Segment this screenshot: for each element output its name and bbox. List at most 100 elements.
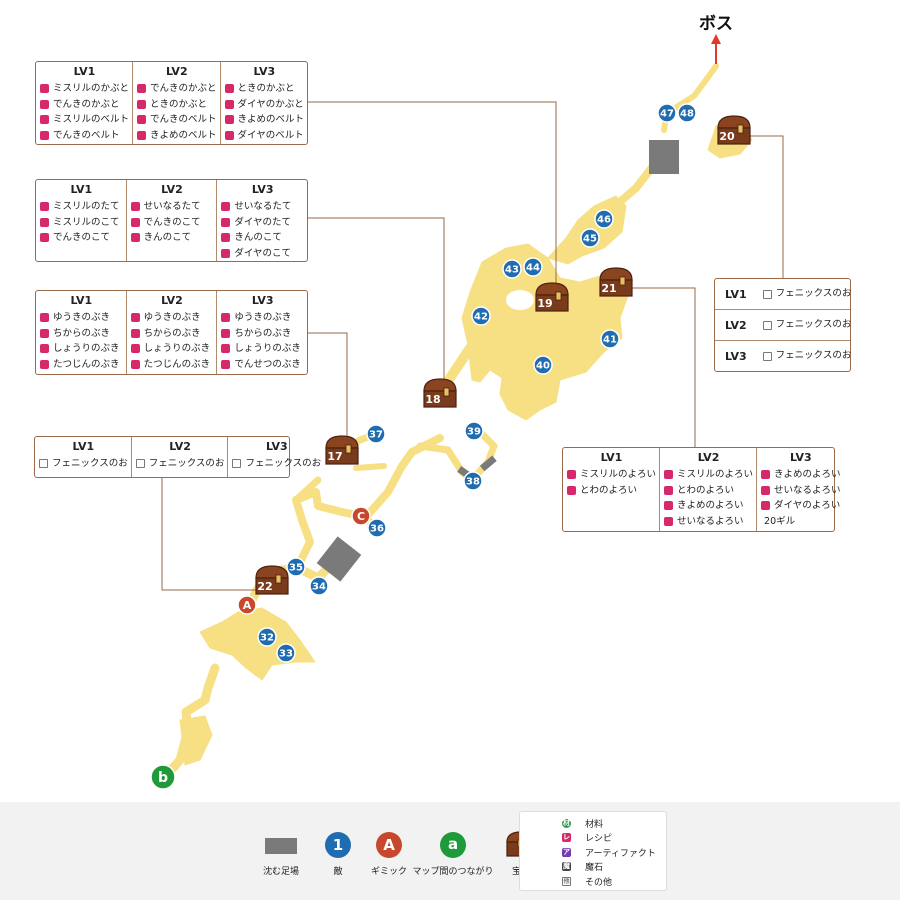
- recipe-icon: [40, 202, 49, 212]
- gimmick-marker-label: A: [243, 599, 252, 612]
- boss-label: ボス: [699, 14, 733, 34]
- loot-item: フェニックスのお: [135, 456, 224, 472]
- loot-item: フェニックスのお: [762, 286, 851, 302]
- enemy-marker: 39: [464, 421, 484, 441]
- recipe-icon: [130, 202, 140, 212]
- recipe-icon: [40, 99, 49, 109]
- loot-item: フェニックスのお: [39, 456, 128, 472]
- recipe-icon: レ: [562, 833, 571, 843]
- enemy-marker: 38: [463, 471, 483, 491]
- recipe-icon: [221, 202, 231, 212]
- enemy-marker: 34: [309, 576, 329, 596]
- enemy-marker: 32: [257, 627, 277, 647]
- recipe-icon: [221, 359, 231, 369]
- level-label: LV1: [600, 451, 623, 464]
- enemy-marker-label: 32: [260, 633, 274, 644]
- loot-item: ときのかぶと: [137, 97, 217, 113]
- enemy-marker-label: 45: [583, 234, 597, 245]
- enemy-marker: 44: [523, 257, 543, 277]
- enemy-marker: 48: [677, 103, 697, 123]
- loot-item: たつじんのぶき: [40, 357, 123, 373]
- recipe-icon: [224, 99, 234, 109]
- recipe-icon: [664, 470, 674, 480]
- recipe-icon: [40, 115, 49, 125]
- loot-item: ときのかぶと: [224, 81, 305, 97]
- loot-item: きんのこて: [130, 230, 214, 246]
- legend-map-link: a マップ間のつながり: [412, 802, 494, 892]
- recipe-icon: [567, 485, 576, 495]
- enemy-marker: 33: [276, 643, 296, 663]
- legend-artifact: アアーティファクト: [520, 845, 666, 860]
- recipe-icon: [221, 217, 231, 227]
- loot-item: フェニックスのお: [232, 456, 321, 472]
- recipe-icon: [130, 328, 140, 338]
- loot-item: ダイヤのよろい: [761, 498, 841, 514]
- leader-lines: [161, 101, 784, 591]
- level-label: LV1: [725, 287, 747, 301]
- enemy-marker-label: 33: [279, 649, 293, 660]
- level-label: LV1: [70, 294, 93, 307]
- gil-reward: 20ギル: [764, 515, 796, 527]
- boss-arrow-icon: [711, 34, 721, 64]
- map-link-marker: b: [150, 764, 176, 790]
- legend-label: 材料: [585, 819, 604, 830]
- enemy-marker: 35: [286, 557, 306, 577]
- enemy-marker-label: 42: [474, 312, 488, 323]
- legend-label: その他: [585, 877, 613, 888]
- enemy-marker-label: 46: [597, 215, 611, 226]
- gimmick-marker-label: C: [357, 510, 365, 523]
- enemy-marker-label: 43: [505, 265, 519, 276]
- gimmick-marker: A: [237, 595, 257, 615]
- level-label: LV1: [73, 65, 96, 78]
- recipe-icon: [221, 344, 231, 354]
- chest-marker: 20: [717, 115, 751, 145]
- other-icon: [762, 289, 772, 299]
- loot-item: しょうりのぶき: [221, 341, 304, 357]
- recipe-icon: [137, 130, 147, 140]
- chest-number: 20: [719, 130, 735, 143]
- loot-item: ちからのぶき: [40, 326, 123, 342]
- loot-item: せいなるたて: [221, 199, 304, 215]
- loot-item: きよめのよろい: [664, 498, 753, 514]
- recipe-icon: [221, 313, 231, 323]
- loot-item: ちからのぶき: [221, 326, 304, 342]
- loot-item: ミスリルのたて: [40, 199, 123, 215]
- sinking-floor: [316, 536, 362, 582]
- enemy-marker-label: 34: [312, 582, 326, 593]
- recipe-icon: [40, 328, 49, 338]
- enemy-marker-label: 39: [467, 427, 481, 438]
- loot-item: でんきのベルト: [40, 128, 129, 144]
- chest-marker: 21: [599, 267, 633, 297]
- map-link-marker-label: b: [158, 770, 168, 786]
- recipe-icon: [664, 516, 674, 526]
- recipe-icon: [130, 359, 140, 369]
- level-label: LV3: [789, 451, 812, 464]
- material-icon: 材: [562, 818, 571, 828]
- legend-label: レシピ: [585, 834, 613, 845]
- chest-number: 19: [537, 297, 552, 310]
- sinking-floor-icon: [265, 838, 297, 854]
- legend-recipe: レ レシピ: [520, 831, 666, 846]
- recipe-icon: [664, 501, 674, 511]
- recipe-icon: [40, 344, 49, 354]
- loot-item: とわのよろい: [664, 483, 753, 499]
- level-label: LV2: [165, 65, 188, 78]
- loot-item: せいなるよろい: [664, 514, 753, 530]
- loot-item: ミスリルのよろい: [664, 467, 753, 483]
- level-label: LV3: [251, 183, 274, 196]
- recipe-icon: [137, 84, 147, 94]
- chest-number: 21: [601, 282, 616, 295]
- chest-icon: [325, 435, 359, 449]
- other-icon: [762, 351, 772, 361]
- level-label: LV3: [725, 349, 747, 363]
- legend-label: アーティファクト: [585, 848, 656, 859]
